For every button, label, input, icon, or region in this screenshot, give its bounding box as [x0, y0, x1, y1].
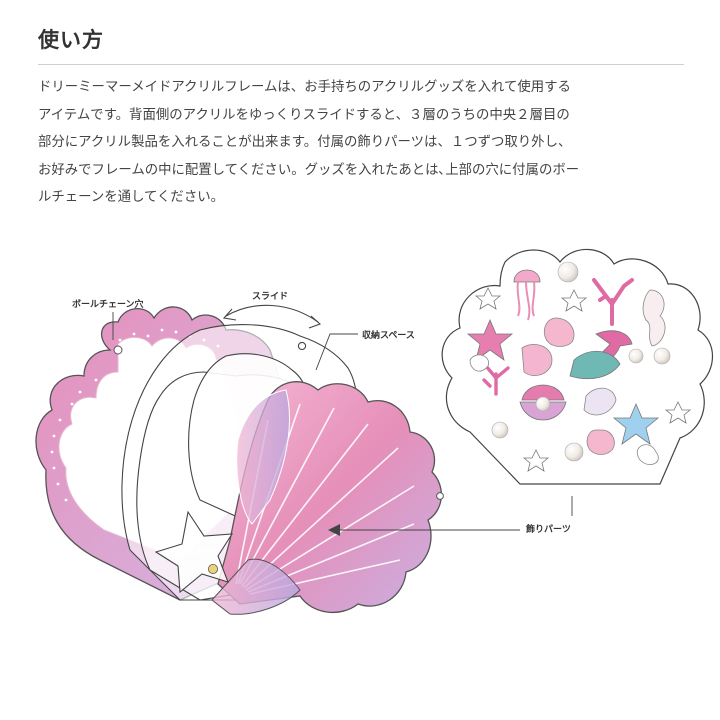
pearl-icon — [564, 442, 584, 462]
usage-description: ドリーミーマーメイドアクリルフレームは、お手持ちのアクリルグッズを入れて使用する… — [38, 74, 698, 212]
small-scallop-icon — [586, 429, 615, 455]
pearl-icon — [628, 348, 644, 364]
section-title: 使い方 — [38, 28, 104, 52]
slide-arrow-icon — [225, 304, 319, 323]
coral-icon — [592, 278, 634, 326]
chain-hole-marker — [113, 345, 123, 355]
bubble-icon — [469, 354, 490, 372]
star-charm: Ahoy — [154, 510, 234, 594]
chain-hole-label: ボールチェーン穴 — [72, 300, 144, 310]
scallop-shell-icon — [543, 317, 575, 347]
decoration-parts-label: 飾りパーツ — [526, 525, 571, 535]
slide-label: スライド — [252, 292, 289, 302]
pearl-icon — [653, 347, 671, 365]
star-script-text: Ahoy — [186, 541, 220, 561]
pink-starfish-icon — [466, 318, 514, 361]
storage-space-label: 収納スペース — [362, 331, 415, 341]
small-coral-icon — [482, 364, 510, 396]
blue-starfish-icon — [612, 402, 660, 445]
jellyfish-icon — [513, 269, 541, 321]
title-divider — [38, 64, 684, 65]
storage-leader — [315, 333, 358, 371]
description-line: ルチェーンを通してください。 — [38, 190, 224, 205]
bubble-icon — [637, 444, 659, 465]
description-line: 部分にアクリル製品を入れることが出来ます。付属の飾りパーツは、１つずつ取り外し、 — [38, 135, 572, 150]
spiral-shell-icon — [583, 387, 617, 416]
mermaid-tail-icon — [569, 330, 633, 380]
conch-shell-icon — [521, 344, 553, 376]
pearl-icon — [557, 261, 579, 283]
description-line: ドリーミーマーメイドアクリルフレームは、お手持ちのアクリルグッズを入れて使用する — [38, 80, 571, 95]
description-line: お好みでフレームの中に配置してください。グッズを入れたあとは､上部の穴に付属のボ… — [38, 162, 580, 178]
pearl-icon — [491, 421, 509, 439]
small-star-icon — [474, 287, 692, 472]
mermaid-fin-shape — [211, 389, 301, 615]
open-clam-pearl-icon — [519, 384, 567, 421]
description-line: アイテムです。背面側のアクリルをゆっくりスライドすると、３層のうちの中央２層目の — [38, 107, 570, 123]
decoration-parts-sheet — [441, 248, 713, 485]
seahorse-icon — [642, 289, 666, 347]
